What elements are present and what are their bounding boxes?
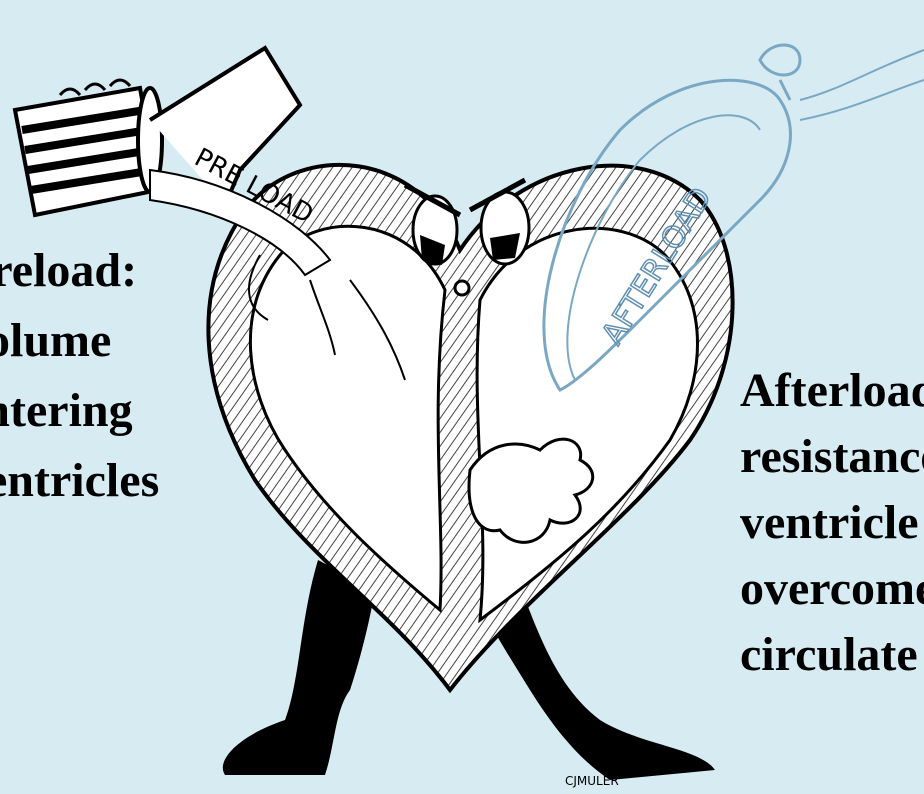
preload-caption-line-2: volume: [0, 306, 159, 376]
afterload-caption-line-5: circulate: [740, 622, 924, 688]
afterload-caption-line-4: overcome: [740, 556, 924, 622]
afterload-caption-line-2: resistance: [740, 424, 924, 490]
preload-caption: Preload: volume entering ventricles: [0, 236, 159, 516]
preload-caption-line-4: ventricles: [0, 446, 159, 516]
afterload-caption: Afterload: resistance ventricle overcome…: [740, 358, 924, 688]
preload-caption-line-1: Preload:: [0, 236, 159, 306]
left-leg: [223, 560, 375, 775]
preload-caption-line-3: entering: [0, 376, 159, 446]
afterload-caption-line-3: ventricle: [740, 490, 924, 556]
artist-signature: CJMULER: [565, 774, 619, 788]
afterload-caption-line-1: Afterload:: [740, 358, 924, 424]
pitcher-icon: [15, 80, 162, 215]
